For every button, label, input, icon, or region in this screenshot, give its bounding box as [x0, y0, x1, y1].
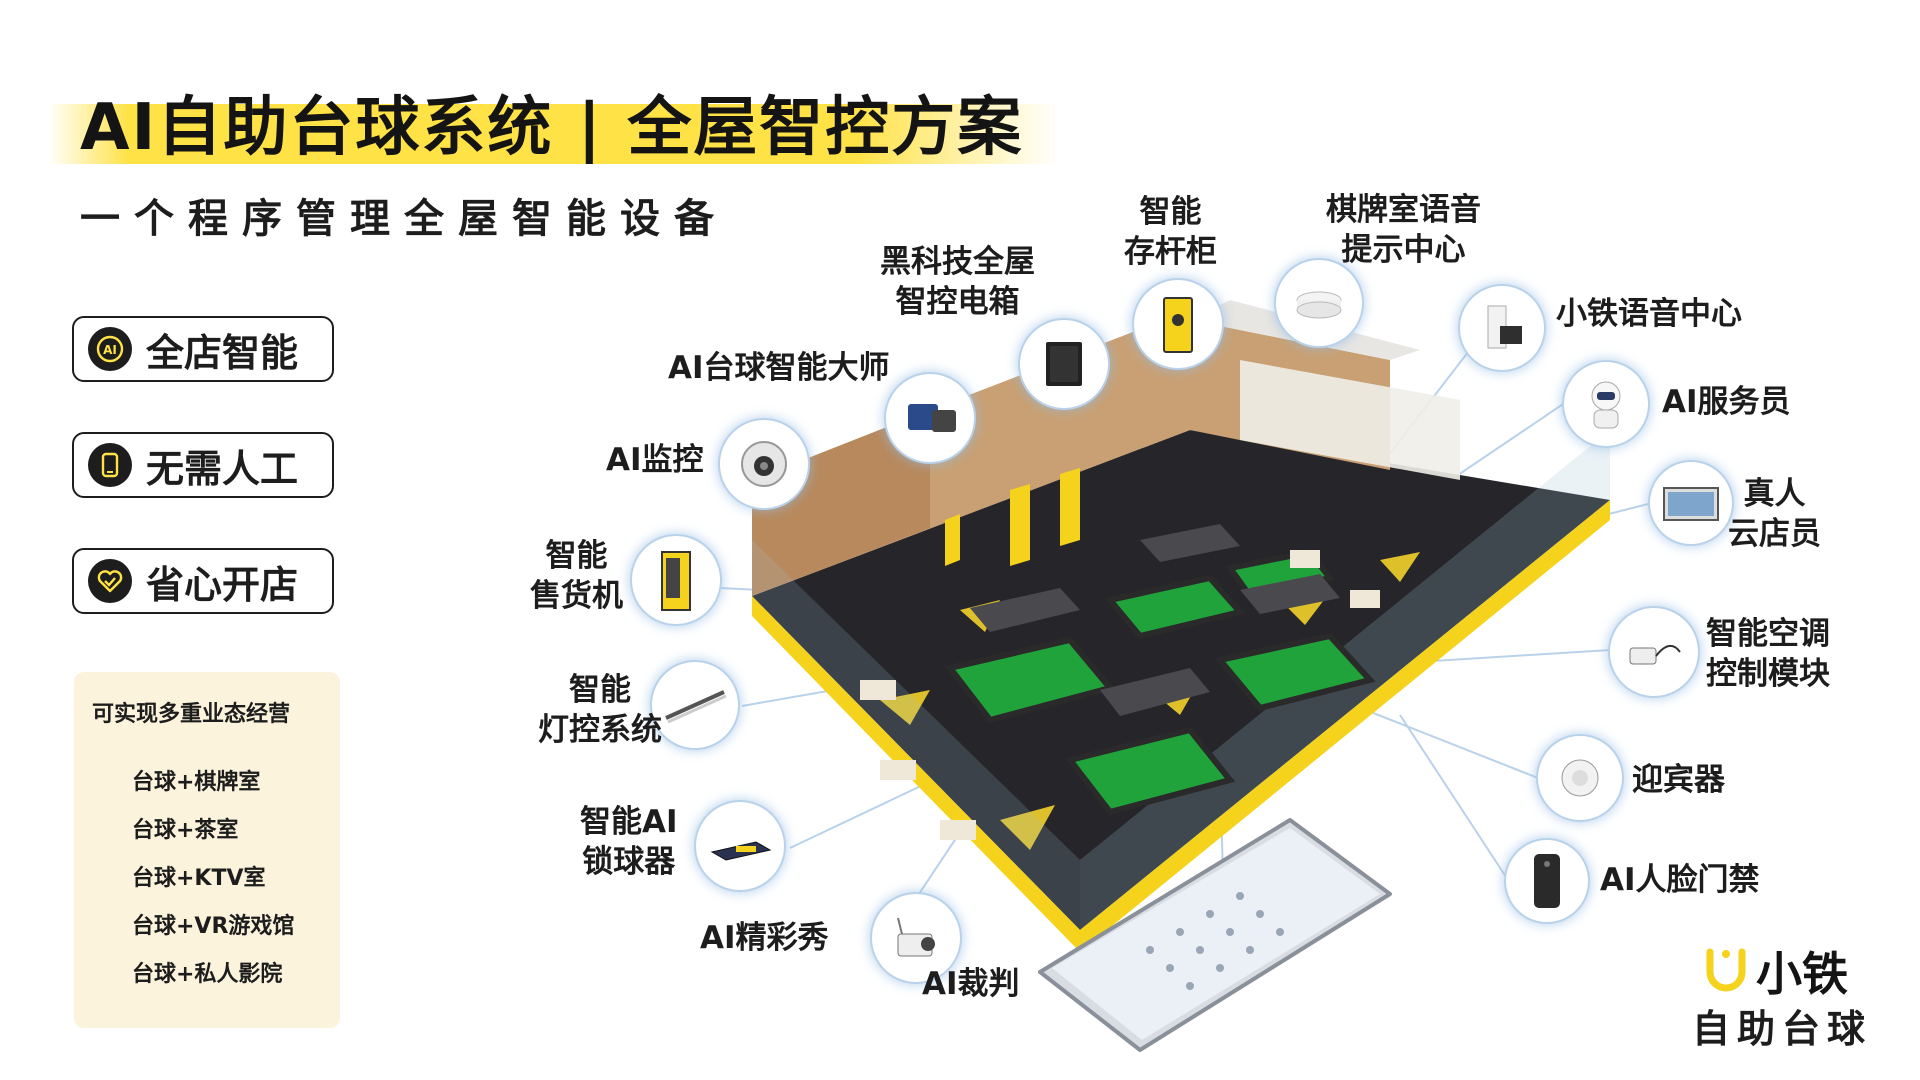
device-label-referee: AI裁判: [922, 966, 1020, 1002]
face-access-node: [1504, 838, 1590, 924]
tablet-icon: [88, 443, 132, 487]
cloud-clerk-node: [1648, 460, 1734, 546]
feature-label: 无需人工: [146, 446, 299, 491]
heart-check-icon: [88, 559, 132, 603]
dome-camera-icon: [741, 441, 787, 487]
monitor-icon: [1663, 487, 1719, 521]
device-label-highlight: AI精彩秀: [700, 920, 829, 956]
device-label-room-voice: 棋牌室语音 提示中心: [1326, 192, 1481, 268]
billiard-table: [1104, 574, 1246, 640]
business-mode-item: 台球+棋牌室: [132, 770, 261, 795]
device-box-icon: [908, 404, 956, 432]
business-mode-item: 台球+VR游戏馆: [132, 914, 295, 939]
business-modes-panel: 可实现多重业态经营 台球+棋牌室 台球+茶室 台球+KTV室 台球+VR游戏馆 …: [74, 672, 340, 1028]
voice-hub-icon: [1487, 305, 1522, 349]
device-label-greeter: 迎宾器: [1632, 762, 1725, 798]
ball-lock-icon: [710, 841, 772, 861]
camera-box-icon: [897, 917, 935, 957]
vending-machine-icon: [661, 551, 691, 611]
feature-label: 省心开店: [146, 562, 299, 607]
device-label-power-box: 黑科技全屋 智控电箱: [880, 244, 1035, 320]
svg-text:AI: AI: [103, 343, 117, 357]
device-label-voice-center: 小铁语音中心: [1556, 296, 1742, 332]
device-label-ai-master: AI台球智能大师: [668, 350, 890, 386]
smart-speaker-icon: [1296, 291, 1342, 319]
brand-tagline: 自助台球: [1692, 1007, 1873, 1051]
power-box-node: [1018, 318, 1110, 410]
title-highlight-band: [48, 104, 1058, 164]
face-scanner-icon: [1534, 854, 1560, 908]
page-title: AI自助台球系统 | 全屋智控方案: [80, 91, 1024, 165]
cue-locker-node: [1132, 278, 1224, 370]
ai-waiter-node: [1562, 360, 1650, 448]
device-label-cloud-clerk: 真人 云店员: [1728, 476, 1821, 552]
billiard-table: [1214, 632, 1376, 712]
ai-head-icon: AI: [88, 327, 132, 371]
feature-easy-open: 省心开店: [72, 548, 334, 614]
ai-master-node: [884, 372, 976, 464]
device-label-ai-waiter: AI服务员: [1662, 384, 1791, 420]
ac-control-node: [1608, 606, 1700, 698]
light-control-node: [650, 660, 740, 750]
greeter-device-icon: [1561, 759, 1599, 797]
voice-center-node: [1458, 284, 1546, 372]
page-subtitle: 一个程序管理全屋智能设备: [80, 196, 728, 242]
feature-no-staff: 无需人工: [72, 432, 334, 498]
brand-logo-icon: [1706, 948, 1746, 992]
control-box-icon: [1046, 342, 1082, 386]
robot-icon: [1591, 381, 1621, 429]
locker-icon: [1163, 297, 1193, 353]
ac-module-icon: [1629, 645, 1681, 665]
device-label-vending: 智能 售货机: [530, 538, 623, 614]
device-label-face-access: AI人脸门禁: [1600, 862, 1760, 898]
feature-smart-store: AI 全店智能: [72, 316, 334, 382]
ball-lock-node: [694, 800, 786, 892]
device-label-ac-control: 智能空调 控制模块: [1706, 616, 1830, 692]
highlight-node: [870, 892, 962, 984]
brand-name: 小铁: [1756, 947, 1848, 1001]
device-label-cue-locker: 智能 存杆柜: [1124, 194, 1217, 270]
business-mode-item: 台球+KTV室: [132, 866, 266, 891]
vending-node: [630, 534, 722, 626]
billiard-table: [1064, 726, 1236, 816]
room-voice-node: [1274, 258, 1364, 348]
light-strip-icon: [665, 690, 727, 724]
business-modes-title: 可实现多重业态经营: [92, 702, 291, 727]
greeter-node: [1536, 734, 1624, 822]
device-label-light-control: 智能 灯控系统: [538, 672, 662, 748]
device-label-ai-camera: AI监控: [606, 442, 704, 478]
device-label-ball-lock: 智能AI 锁球器: [580, 804, 678, 880]
ai-camera-node: [718, 418, 810, 510]
business-mode-item: 台球+私人影院: [132, 962, 283, 987]
feature-label: 全店智能: [146, 330, 299, 375]
business-mode-item: 台球+茶室: [132, 818, 239, 843]
